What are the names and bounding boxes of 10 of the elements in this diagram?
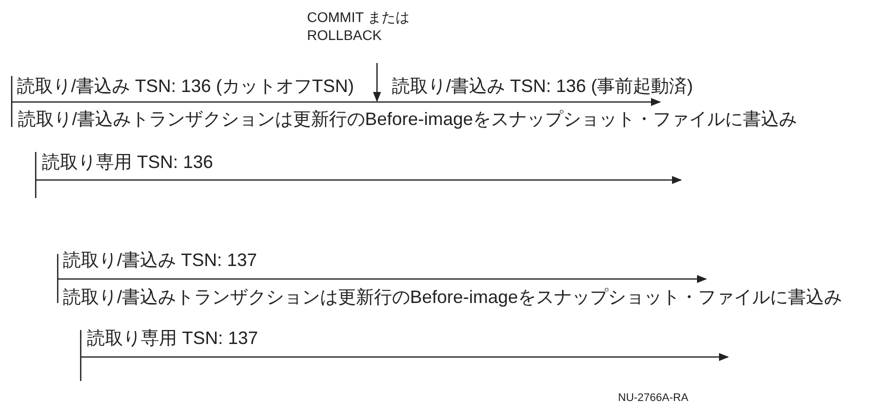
timeline-label: 読取り専用 TSN: 137	[87, 329, 258, 348]
note-text: 読取り/書込みトランザクションは更新行のBefore-imageをスナップショット・ファイルに書込み	[63, 288, 842, 307]
annotation-text: COMMIT または ROLLBACK	[307, 8, 410, 44]
arrow	[373, 63, 381, 102]
timeline-label: 読取り/書込み TSN: 136 (事前起動済)	[392, 77, 694, 96]
timeline-label: 読取り/書込み TSN: 136 (カットオフTSN)	[17, 77, 354, 96]
figure-id: NU-2766A-RA	[618, 392, 688, 405]
note-text: 読取り/書込みトランザクションは更新行のBefore-imageをスナップショット・ファイルに書込み	[18, 110, 798, 129]
timeline-label: 読取り/書込み TSN: 137	[63, 251, 258, 270]
timeline-label: 読取り専用 TSN: 136	[42, 153, 214, 172]
